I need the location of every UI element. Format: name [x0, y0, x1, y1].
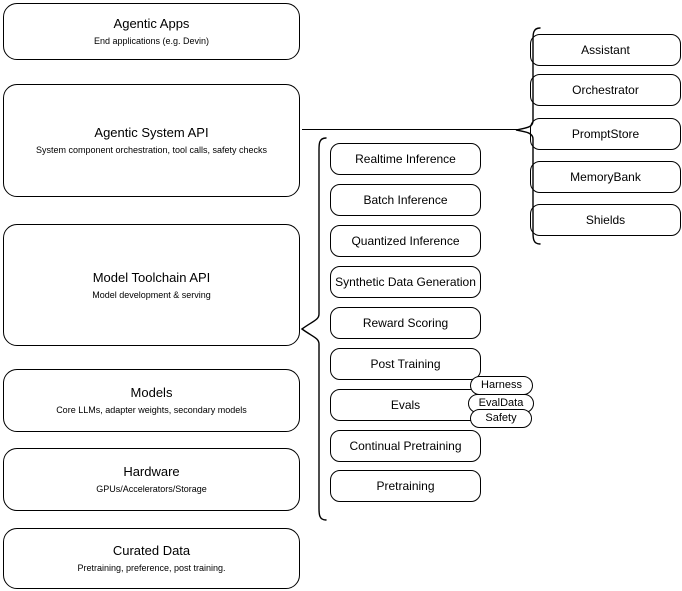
- evals-badge-safety[interactable]: Safety: [470, 409, 532, 428]
- layer-subtitle: System component orchestration, tool cal…: [35, 145, 268, 155]
- evals-badge-label: Safety: [485, 412, 517, 424]
- capability-evals[interactable]: Evals: [330, 389, 481, 421]
- layer-agentic-apps[interactable]: Agentic Apps End applications (e.g. Devi…: [3, 3, 300, 60]
- capability-realtime-inference[interactable]: Realtime Inference: [330, 143, 481, 175]
- system-api-connector-line: [302, 129, 519, 130]
- layer-curated-data[interactable]: Curated Data Pretraining, preference, po…: [3, 528, 300, 589]
- system-component-assistant[interactable]: Assistant: [530, 34, 681, 66]
- evals-badge-harness[interactable]: Harness: [470, 376, 533, 395]
- layer-agentic-system-api[interactable]: Agentic System API System component orch…: [3, 84, 300, 197]
- system-component-label: Orchestrator: [572, 82, 639, 97]
- capability-quantized-inference[interactable]: Quantized Inference: [330, 225, 481, 257]
- system-component-label: MemoryBank: [570, 169, 641, 184]
- capability-label: Evals: [390, 397, 421, 412]
- capability-post-training[interactable]: Post Training: [330, 348, 481, 380]
- layer-title: Curated Data: [112, 543, 191, 558]
- capability-label: Quantized Inference: [351, 233, 460, 248]
- capability-label: Realtime Inference: [355, 151, 456, 166]
- capability-reward-scoring[interactable]: Reward Scoring: [330, 307, 481, 339]
- layer-subtitle: End applications (e.g. Devin): [93, 36, 210, 46]
- layer-title: Agentic Apps: [113, 16, 190, 31]
- layer-subtitle: Core LLMs, adapter weights, secondary mo…: [56, 405, 247, 415]
- layer-title: Hardware: [123, 464, 180, 479]
- layer-title: Models: [130, 385, 173, 400]
- system-component-orchestrator[interactable]: Orchestrator: [530, 74, 681, 106]
- capability-continual-pretraining[interactable]: Continual Pretraining: [330, 430, 481, 462]
- capability-synthetic-data-generation[interactable]: Synthetic Data Generation: [330, 266, 481, 298]
- system-component-memorybank[interactable]: MemoryBank: [530, 161, 681, 193]
- layer-title: Agentic System API: [94, 125, 209, 140]
- layer-subtitle: Pretraining, preference, post training.: [77, 563, 226, 573]
- system-component-label: PromptStore: [571, 126, 640, 141]
- capability-label: Pretraining: [376, 478, 435, 493]
- layer-models[interactable]: Models Core LLMs, adapter weights, secon…: [3, 369, 300, 432]
- capability-batch-inference[interactable]: Batch Inference: [330, 184, 481, 216]
- evals-badge-label: Harness: [481, 379, 522, 391]
- capability-label: Synthetic Data Generation: [335, 274, 476, 289]
- capability-label: Post Training: [370, 356, 441, 371]
- layer-subtitle: GPUs/Accelerators/Storage: [96, 484, 207, 494]
- system-component-label: Shields: [585, 212, 626, 227]
- capability-label: Batch Inference: [363, 192, 448, 207]
- system-components-brace: [514, 26, 542, 246]
- layer-subtitle: Model development & serving: [92, 289, 211, 300]
- capability-label: Reward Scoring: [362, 315, 449, 330]
- capability-label: Continual Pretraining: [349, 438, 462, 453]
- system-component-shields[interactable]: Shields: [530, 204, 681, 236]
- system-component-label: Assistant: [581, 42, 630, 57]
- toolchain-brace: [300, 136, 328, 522]
- capability-pretraining[interactable]: Pretraining: [330, 470, 481, 502]
- layer-title: Model Toolchain API: [92, 269, 211, 285]
- system-component-promptstore[interactable]: PromptStore: [530, 118, 681, 150]
- layer-model-toolchain-api[interactable]: Model Toolchain API Model development & …: [3, 224, 300, 346]
- layer-hardware[interactable]: Hardware GPUs/Accelerators/Storage: [3, 448, 300, 511]
- evals-badge-label: EvalData: [478, 397, 524, 409]
